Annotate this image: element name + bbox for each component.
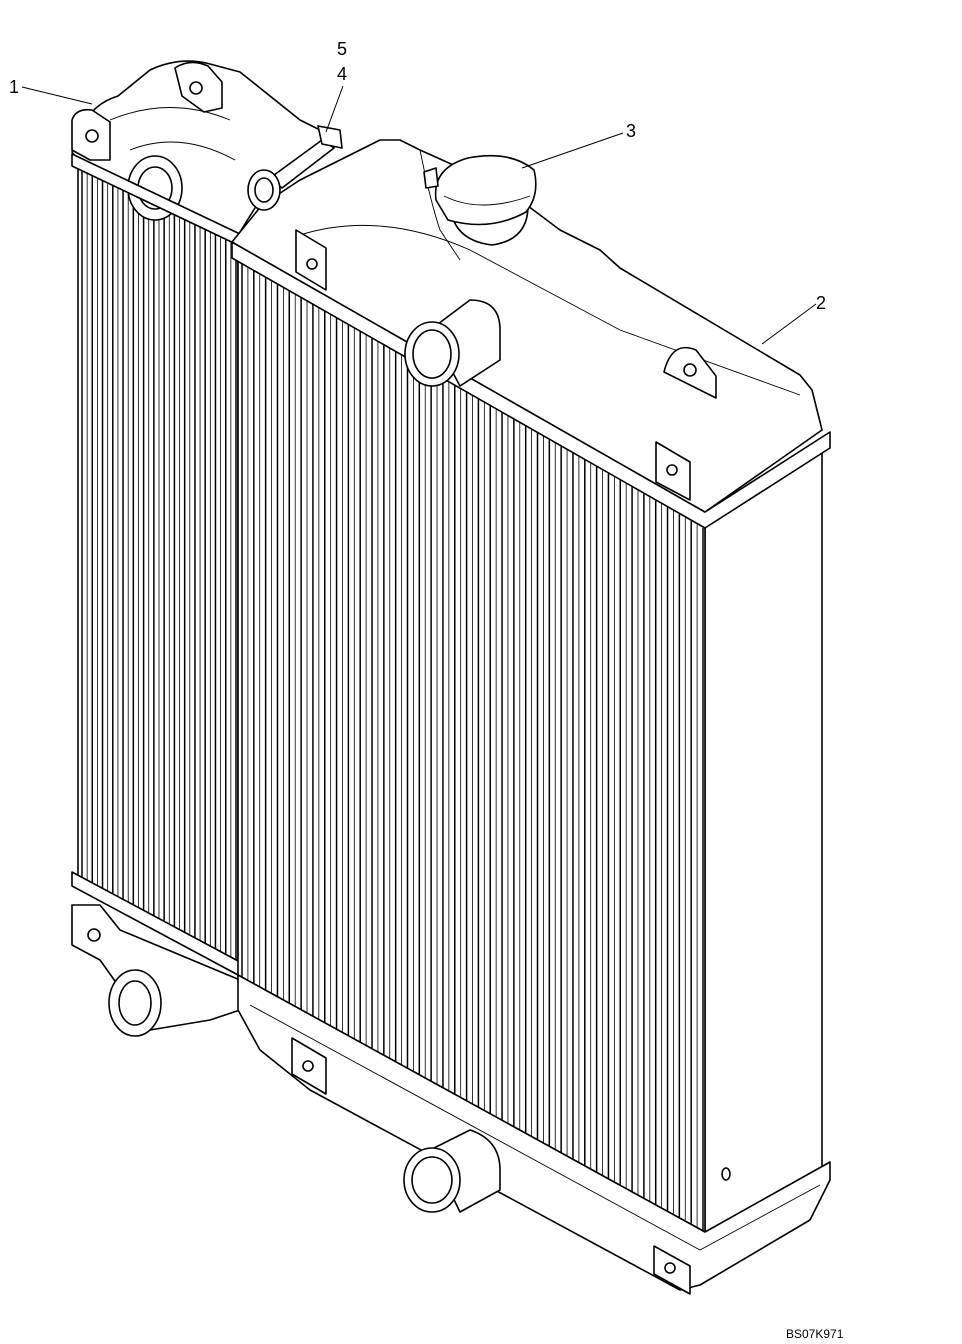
front-core — [231, 125, 831, 1295]
callout-label-5: 5 — [337, 39, 347, 59]
rear-core-fins — [81, 168, 237, 970]
callout-leader-2 — [761, 303, 817, 345]
callouts: 5 4 1 3 2 — [9, 39, 826, 345]
callout-label-1: 1 — [9, 77, 19, 97]
callout-leader-1 — [21, 86, 93, 105]
overflow-tube — [247, 125, 343, 211]
callout-leader-4-5 — [325, 85, 344, 133]
front-core-fins — [241, 262, 704, 1230]
callout-label-2: 2 — [816, 293, 826, 313]
callout-leader-3 — [521, 132, 624, 169]
callout-label-4: 4 — [337, 64, 347, 84]
callout-label-3: 3 — [626, 121, 636, 141]
radiator-cap — [423, 154, 537, 226]
drawing-reference-code: BS07K971 — [786, 1327, 844, 1341]
